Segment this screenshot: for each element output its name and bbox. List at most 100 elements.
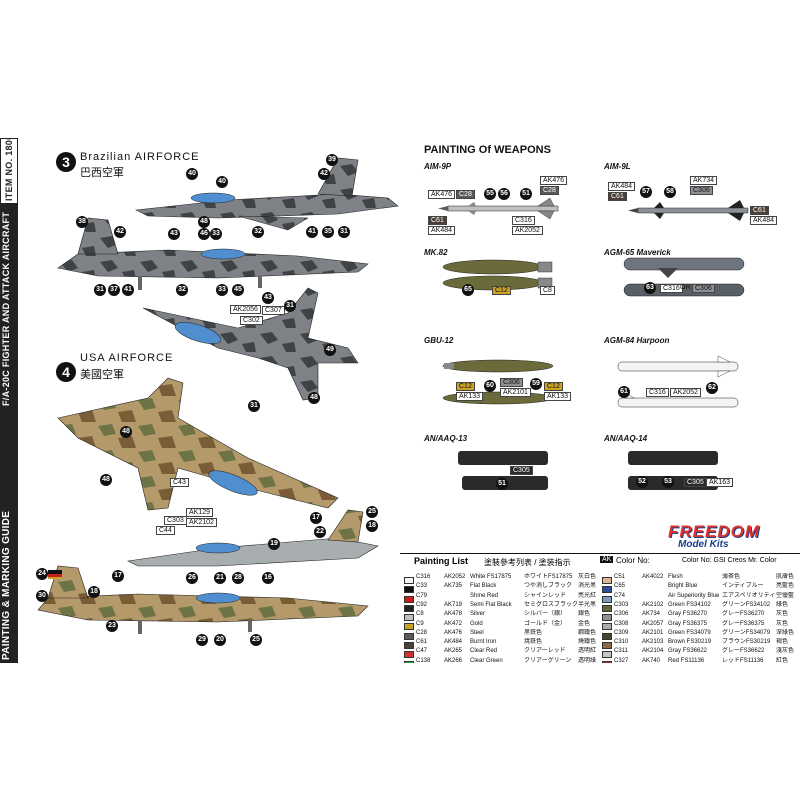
callout-31c: 31 bbox=[284, 300, 296, 312]
ak-code: AK484 bbox=[444, 639, 463, 646]
aim9p-drawing bbox=[438, 197, 559, 220]
ak-code: AK472 bbox=[444, 620, 463, 627]
paint-name-jp: グリーンFS34079 bbox=[722, 629, 771, 636]
w-callout-51: 51 bbox=[520, 188, 532, 200]
ak-code: AK265 bbox=[444, 648, 463, 655]
swatch bbox=[404, 632, 414, 640]
callout-33b: 33 bbox=[216, 284, 228, 296]
paint-name-cn: 肌膚色 bbox=[776, 574, 795, 580]
section-4-title: USA AIRFORCE bbox=[80, 352, 174, 364]
paint-name-cn: 透明紅 bbox=[578, 648, 597, 655]
paint-name-cn: 銀色 bbox=[578, 611, 591, 618]
paint-code: C316 bbox=[416, 574, 431, 580]
swatch bbox=[602, 632, 612, 640]
label-aim9p: AIM-9P bbox=[424, 162, 452, 171]
w-tag-c306-agm65: C306 bbox=[692, 284, 715, 293]
paint-name-cn: 綠色 bbox=[776, 601, 789, 608]
paint-code: C310 bbox=[614, 639, 629, 646]
callout-32b: 32 bbox=[176, 284, 188, 296]
callout-us-18b: 18 bbox=[88, 586, 100, 598]
brazil-side-view-top bbox=[134, 157, 399, 231]
section-3-chinese: 巴西空軍 bbox=[80, 167, 124, 179]
w-callout-63: 63 bbox=[644, 282, 656, 294]
w-tag-ak484-9l: AK484 bbox=[608, 182, 636, 191]
tag-c307: C307 bbox=[262, 306, 285, 315]
paint-name-jp: ゴールド（金） bbox=[524, 620, 567, 627]
ak-code: AK2102 bbox=[642, 601, 664, 608]
paint-name-cn: 消光黑 bbox=[578, 583, 597, 590]
tag-c302: C302 bbox=[240, 316, 263, 325]
paint-name-jp: ホワイトFS17875 bbox=[524, 574, 573, 580]
item-number-box: ITEM NO. 18004 bbox=[0, 138, 18, 204]
callout-39: 39 bbox=[326, 154, 338, 166]
w-tag-c305-aaq13: C305 bbox=[510, 466, 533, 475]
paint-name-cn: 褐色 bbox=[776, 639, 789, 646]
painting-list: Painting List 塗裝參考列表 / 塗装指示 AK Color No:… bbox=[400, 553, 800, 663]
w-callout-60: 60 bbox=[484, 380, 496, 392]
w-tag-ak484: AK484 bbox=[428, 226, 456, 235]
callout-41b: 41 bbox=[122, 284, 134, 296]
paint-code: C308 bbox=[614, 620, 629, 627]
paint-code: C79 bbox=[416, 592, 428, 599]
w-tag-ak133: AK133 bbox=[456, 392, 484, 401]
w-callout-57: 57 bbox=[640, 186, 652, 198]
w-callout-51-aaq13: 51 bbox=[496, 478, 508, 490]
paint-name-jp: インディブルー bbox=[722, 583, 764, 590]
label-agm84: AGM-84 Harpoon bbox=[604, 336, 670, 345]
w-tag-c12-gbu: C12 bbox=[456, 382, 475, 391]
paint-name: Brown FS30219 bbox=[668, 639, 712, 646]
logo-line2: Model Kits bbox=[678, 539, 729, 550]
callout-us-20: 20 bbox=[214, 634, 226, 646]
w-callout-65: 65 bbox=[462, 284, 474, 296]
paint-name: Gray FS36375 bbox=[668, 620, 708, 627]
callout-us-17: 17 bbox=[310, 512, 322, 524]
paint-name-cn: 亮藍色 bbox=[776, 583, 795, 590]
ak-code: AK478 bbox=[444, 611, 463, 618]
w-callout-58: 58 bbox=[664, 186, 676, 198]
w-tag-ak484-9lb: AK484 bbox=[750, 216, 778, 225]
ak-code: AK4022 bbox=[642, 574, 664, 580]
label-agm65: AGM-65 Maverick bbox=[604, 248, 671, 257]
paint-name-jp: グリーンFS34102 bbox=[722, 601, 771, 608]
callout-us-25b: 25 bbox=[250, 634, 262, 646]
ak-code: AK734 bbox=[642, 611, 661, 618]
w-tag-ak476b: AK476 bbox=[540, 176, 568, 185]
w-tag-ak2052: AK2052 bbox=[512, 226, 543, 235]
ak-code: AK2103 bbox=[642, 639, 664, 646]
paint-name: Red FS11136 bbox=[668, 657, 705, 663]
callout-us-48b: 48 bbox=[100, 474, 112, 486]
paint-code: C33 bbox=[416, 583, 428, 590]
paint-name: Gold bbox=[470, 620, 483, 627]
w-tag-c306: C306 bbox=[690, 186, 713, 195]
w-callout-56: 56 bbox=[498, 188, 510, 200]
callout-37: 37 bbox=[108, 284, 120, 296]
callout-42b: 42 bbox=[114, 226, 126, 238]
ak-code: AK2052 bbox=[444, 574, 466, 580]
w-tag-c8-mk82: C8 bbox=[540, 286, 555, 295]
callout-us-48a: 48 bbox=[120, 426, 132, 438]
section-3-title: Brazilian AIRFORCE bbox=[80, 151, 200, 163]
swatch bbox=[404, 642, 414, 650]
callout-us-25: 25 bbox=[366, 506, 378, 518]
ak-code: AK735 bbox=[444, 583, 463, 590]
w-tag-c306-gbu: C306 bbox=[500, 378, 523, 387]
paint-code: C28 bbox=[416, 629, 428, 636]
paint-name: Clear Red bbox=[470, 648, 498, 655]
usa-top-view bbox=[57, 377, 339, 511]
callout-us-23: 23 bbox=[106, 620, 118, 632]
w-tag-ak2101: AK2101 bbox=[500, 388, 531, 397]
tag-c303: C303 bbox=[164, 516, 187, 525]
tag-ak2056: AK2056 bbox=[230, 305, 261, 314]
label-aaq14: AN/AAQ-14 bbox=[604, 434, 648, 443]
swatch bbox=[404, 660, 414, 663]
